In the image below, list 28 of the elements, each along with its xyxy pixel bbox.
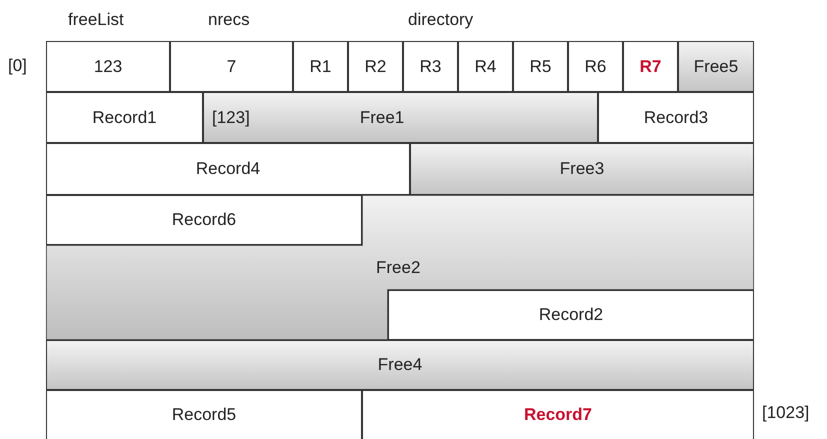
record-cell: Record5 [46,390,362,439]
record-cell: Record4 [46,143,410,195]
directory-entry: R7 [623,41,678,92]
offset-label: [1023] [762,403,810,423]
record-cell: R5 [513,41,568,92]
free-block: Free3 [410,143,754,195]
block-label: Free1 [360,108,404,128]
field-label: nrecs [208,10,250,30]
record-cell: R6 [568,41,623,92]
free-block [203,92,598,143]
offset-label: [123] [212,108,250,128]
record-cell: R1 [293,41,348,92]
record-cell: 123 [46,41,170,92]
record-cell: Record1 [46,92,203,143]
record-cell: Record6 [46,195,362,245]
record-cell: R3 [403,41,458,92]
record-cell: Record3 [598,92,754,143]
record-cell: R2 [348,41,403,92]
record-cell: Record7 [362,390,754,439]
field-label: freeList [68,10,124,30]
free-block: Free4 [46,340,754,390]
record-cell: R4 [458,41,513,92]
offset-label: [0] [8,56,27,76]
record-cell: 7 [170,41,293,92]
record-cell: Record2 [388,290,754,340]
block-label: Free2 [376,258,420,278]
field-label: directory [408,10,474,30]
free-block: Free5 [678,41,754,92]
